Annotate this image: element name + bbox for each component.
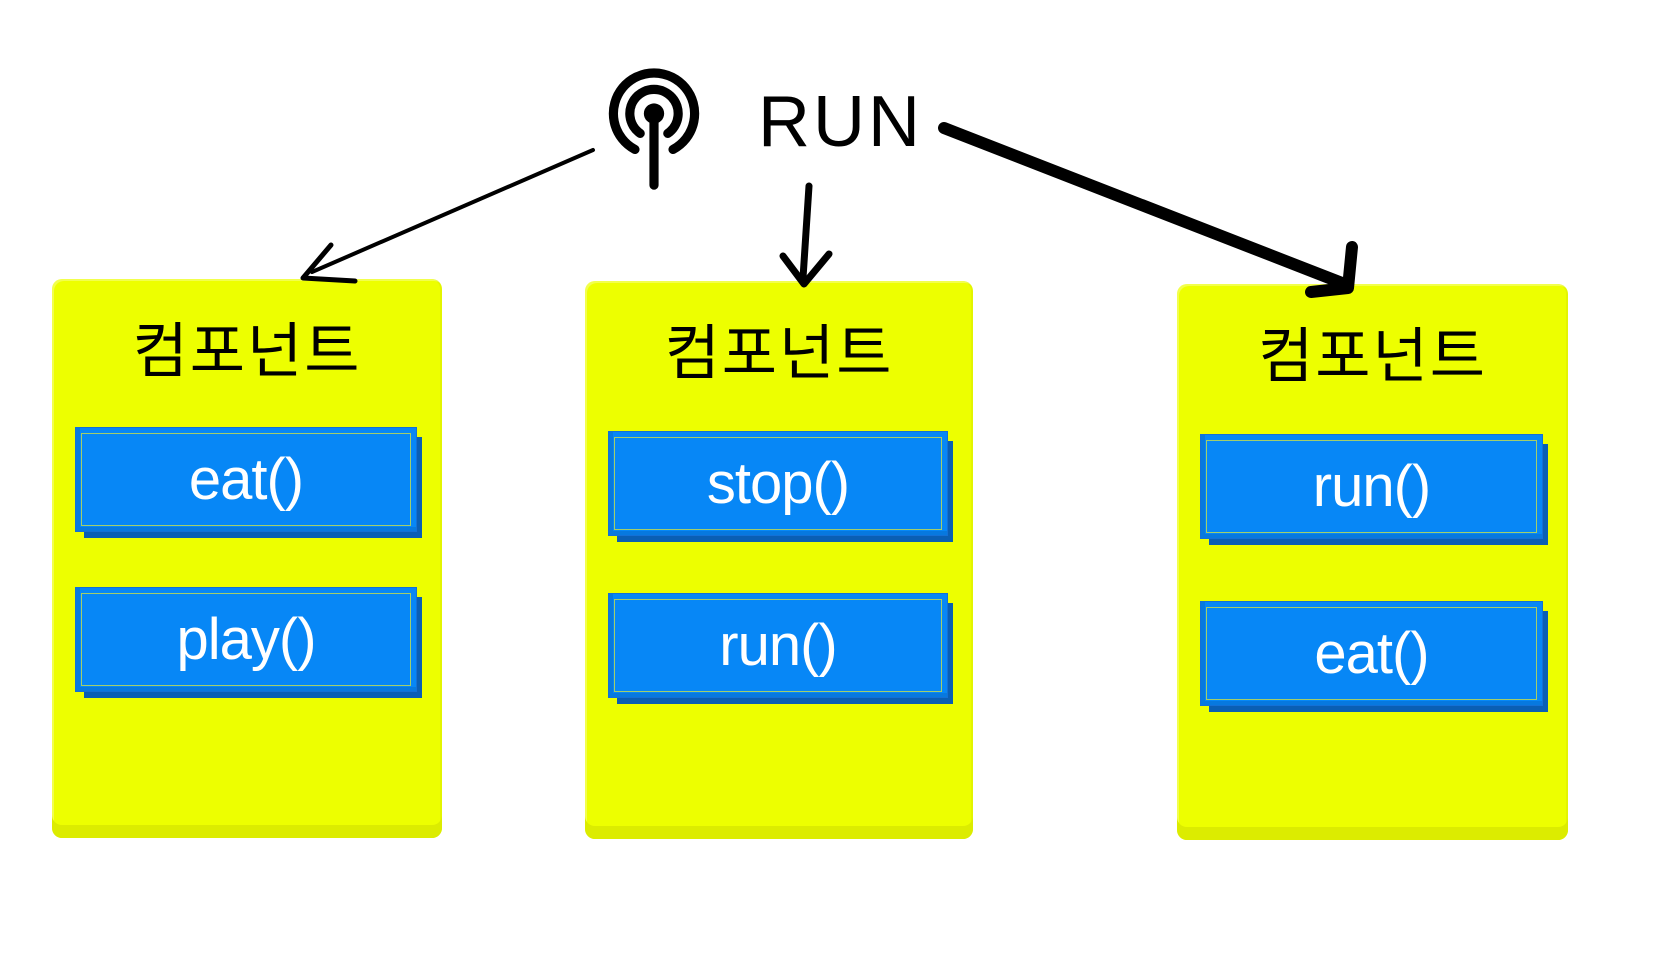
component-title: 컴포넌트: [664, 320, 894, 387]
method-button-run: run(): [1200, 434, 1543, 539]
event-label: RUN: [758, 82, 923, 162]
method-label: eat(): [188, 446, 304, 512]
component-card-1: 컴포넌트 eat() play(): [52, 279, 442, 838]
method-button-stop: stop(): [608, 431, 948, 536]
method-label: run(): [719, 612, 837, 678]
method-label: play(): [176, 606, 316, 672]
method-button-eat: eat(): [75, 427, 417, 532]
arrow-to-component-1: [300, 148, 595, 284]
method-label: eat(): [1314, 620, 1429, 686]
method-label: run(): [1312, 453, 1431, 519]
method-button-play: play(): [75, 587, 417, 692]
event-source: RUN: [596, 68, 923, 192]
component-title: 컴포넌트: [132, 318, 362, 385]
arrow-to-component-2: [779, 182, 833, 288]
component-card-3: 컴포넌트 run() eat(): [1177, 284, 1568, 840]
arrow-to-component-3: [938, 122, 1358, 298]
component-title: 컴포넌트: [1258, 323, 1487, 390]
component-card-2: 컴포넌트 stop() run(): [585, 281, 973, 839]
method-label: stop(): [706, 450, 850, 516]
method-button-eat: eat(): [1200, 601, 1543, 706]
method-button-run: run(): [608, 593, 948, 698]
broadcast-icon: [608, 68, 700, 190]
